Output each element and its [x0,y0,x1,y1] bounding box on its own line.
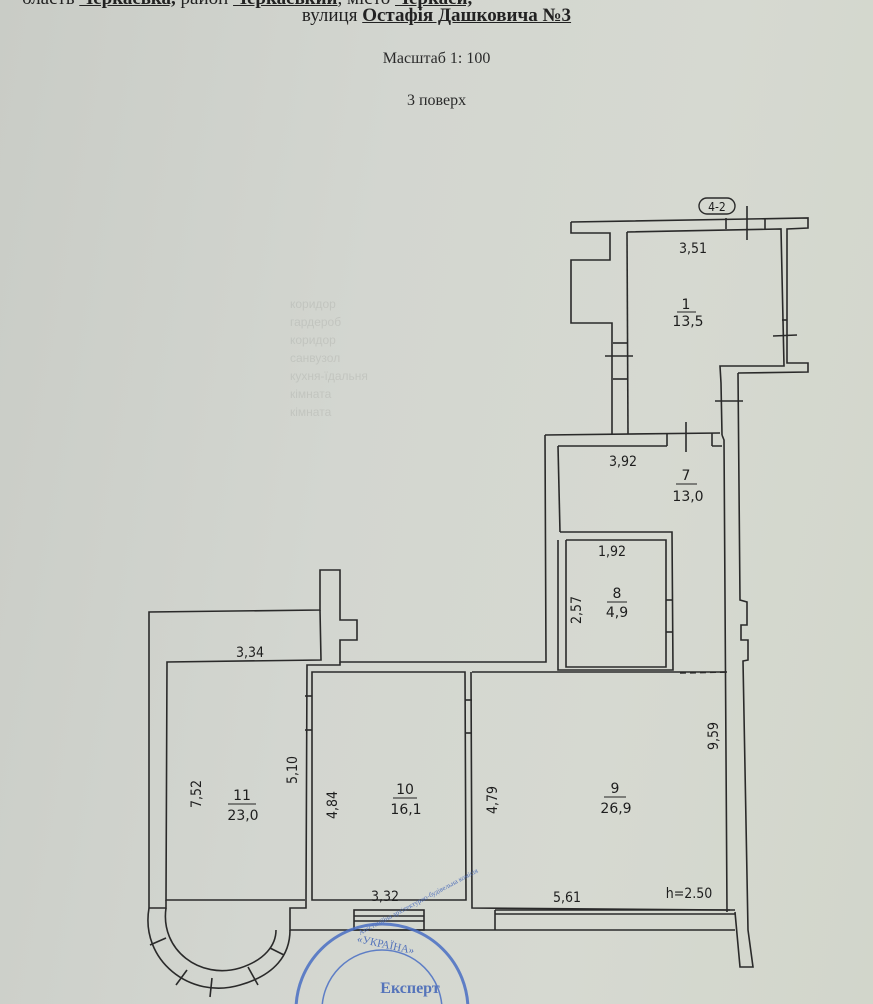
room-9-width: 5,61 [553,890,581,906]
room-9: 9,59 4,79 9 26,9 5,61 h=2.50 [485,722,722,906]
scale-label: Масштаб 1: 100 [382,50,491,67]
room-8-width: 1,92 [598,544,626,560]
stamp-country: «УКРАЇНА» [356,933,416,957]
ghost-row: коридор [290,333,336,347]
room-8: 1,92 2,57 8 4,9 [569,544,628,624]
ghost-row: кухня-їдальня [290,369,368,383]
room-10-height: 4,84 [325,791,341,819]
oblast-label: бласть [22,0,79,9]
room-11-area: 23,0 [227,808,258,824]
room-10-number: 10 [396,782,414,798]
ghost-row: коридор [290,297,336,311]
rayon-value: Черкаський [233,0,337,9]
room-11-width: 3,34 [236,645,264,661]
room-10-width: 3,32 [371,889,399,905]
room-8-area: 4,9 [606,605,628,621]
city-label: , місто [337,0,395,9]
room-10-area: 16,1 [390,802,421,818]
rayon-label: район [176,0,233,9]
room-7-width: 3,92 [609,454,637,470]
room-9-number: 9 [611,781,620,797]
stamp-expert-label: Експерт [380,980,440,997]
room-1-number: 1 [682,297,691,313]
room-7: 3,92 7 13,0 [609,454,704,505]
official-stamp: «УКРАЇНА» Експерт Атестаційна архітектур… [294,866,480,1004]
ghost-row: санвузол [290,351,341,365]
axis-marker-label: 4-2 [708,200,726,214]
ghost-row: кімната [290,405,332,419]
room-9-area: 26,9 [600,801,631,817]
street-value: Остафія Дашковича №3 [362,5,572,26]
street-label: вулиця [301,5,363,26]
room-11-number: 11 [233,788,251,804]
room-7-number: 7 [682,468,691,484]
room-1: 3,51 1 13,5 [672,241,707,330]
oblast-value: Черкаська, [79,0,176,9]
ghost-row: кімната [290,387,332,401]
room-8-number: 8 [613,586,622,602]
floor-label: 3 поверх [406,92,467,109]
room-11-height: 7,52 [189,780,205,808]
room-7-area: 13,0 [672,489,703,505]
ceiling-height: h=2.50 [666,886,713,902]
room-1-area: 13,5 [672,314,703,330]
ghost-row: гардероб [290,315,342,329]
room-11: 3,34 7,52 5,10 11 23,0 [189,645,301,824]
address-line-1: бласть Черкаська, район Черкаський, міст… [22,0,472,10]
room-1-width: 3,51 [679,241,707,257]
room-11-side: 5,10 [285,756,301,784]
bleed-through-table: коридор гардероб коридор санвузол кухня-… [290,295,368,421]
room-9-height-total: 9,59 [706,722,722,750]
axis-marker: 4-2 [698,197,736,215]
city-value: Черкаси, [395,0,472,9]
room-8-height: 2,57 [569,596,585,624]
room-9-height: 4,79 [485,786,501,814]
room-10: 4,84 10 16,1 3,32 [325,782,422,905]
address-line-2: вулиця Остафія Дашковича №3 [0,5,873,27]
